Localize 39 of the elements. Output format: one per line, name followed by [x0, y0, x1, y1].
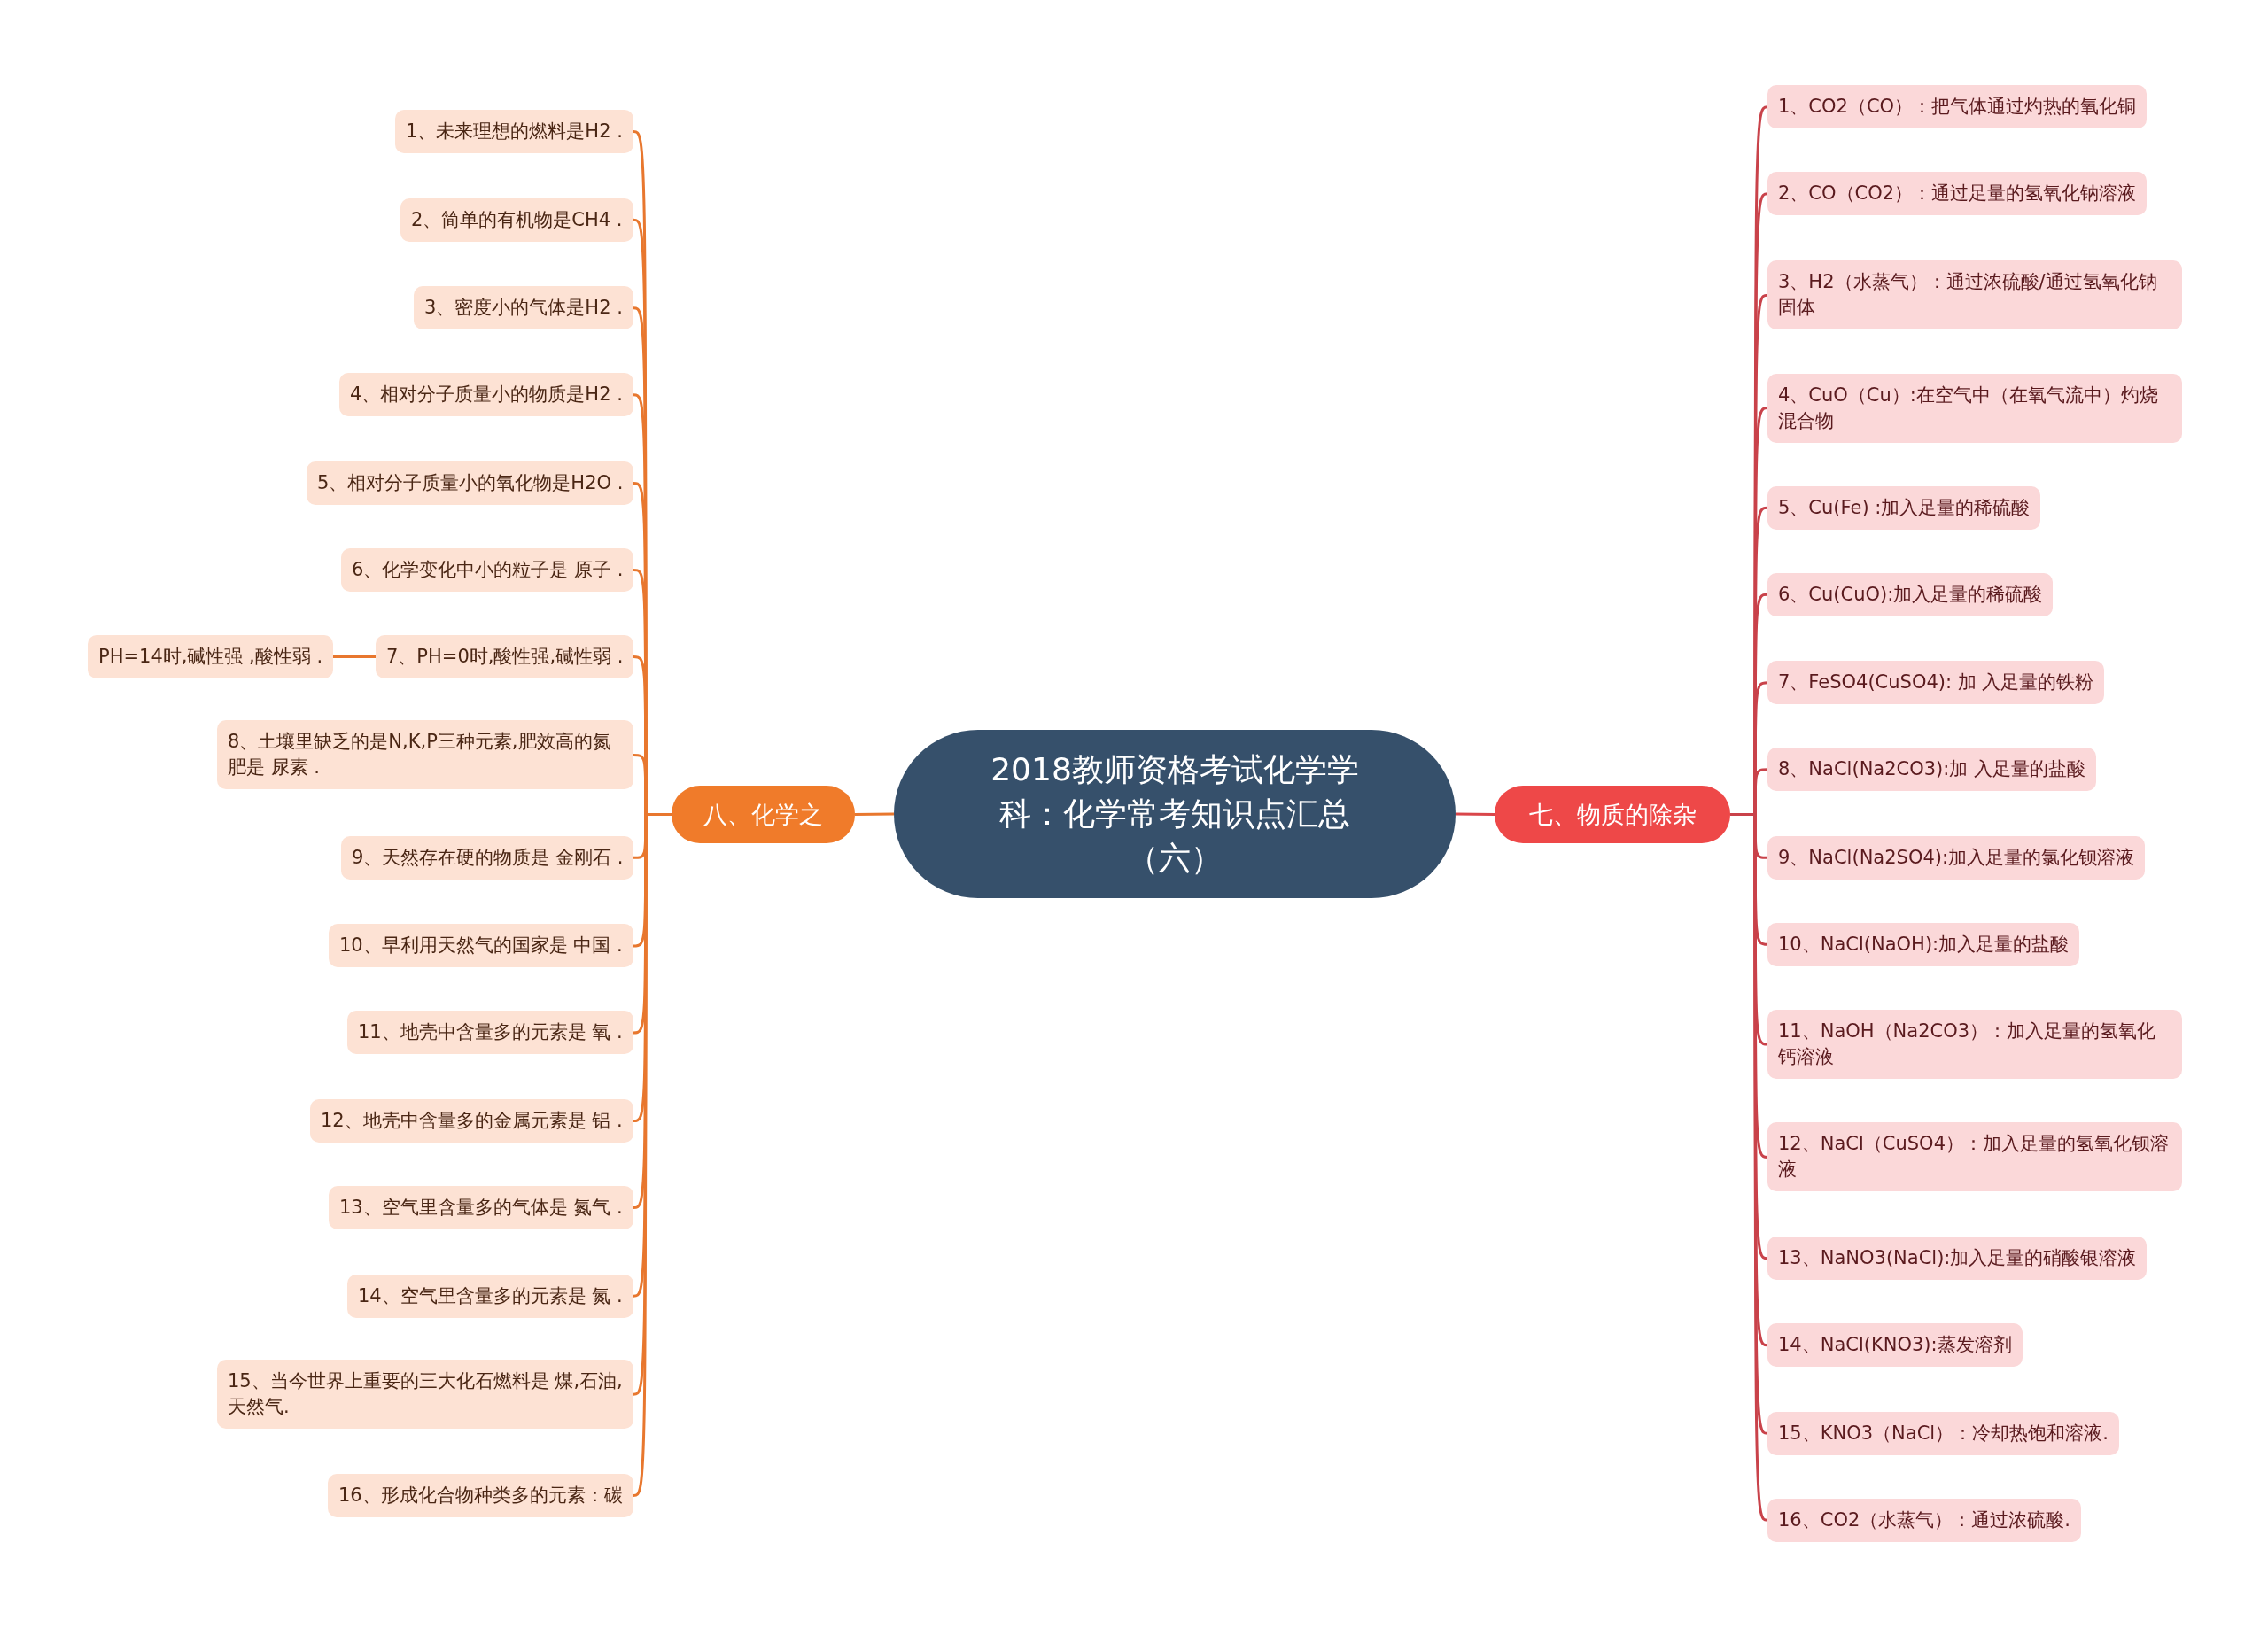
subtopic-card: 13、NaNO3(NaCl):加入足量的硝酸银溶液 [1767, 1237, 2148, 1281]
subtopic-card: 1、CO2（CO）：把气体通过灼热的氧化铜 [1767, 85, 2148, 129]
subtopic-card: 13、空气里含量多的气体是 氮气 . [329, 1186, 633, 1230]
subtopic-card: 7、FeSO4(CuSO4): 加 入足量的铁粉 [1767, 661, 2105, 705]
branch-topic: 八、化学之 [672, 786, 855, 843]
subtopic-card: 6、Cu(CuO):加入足量的稀硫酸 [1767, 572, 2054, 616]
subtopic-card: 5、Cu(Fe) :加入足量的稀硫酸 [1767, 485, 2041, 530]
subtopic-card: 10、早利用天然气的国家是 中国 . [329, 924, 633, 968]
subtopic-card: 14、NaCl(KNO3):蒸发溶剂 [1767, 1323, 2023, 1368]
subtopic-card: 14、空气里含量多的元素是 氮 . [347, 1274, 633, 1318]
branch-topic: 七、物质的除杂 [1495, 786, 1730, 843]
subtopic-card: 11、地壳中含量多的元素是 氧 . [347, 1011, 633, 1055]
subtopic-card: 4、相对分子质量小的物质是H2 . [339, 373, 633, 417]
subtopic-card: 12、地壳中含量多的金属元素是 铝 . [310, 1099, 633, 1143]
subtopic-card: 2、简单的有机物是CH4 . [400, 198, 633, 242]
subtopic-card: 8、NaCl(Na2CO3):加 入足量的盐酸 [1767, 748, 2097, 792]
subtopic-card: 16、形成化合物种类多的元素：碳 [328, 1474, 633, 1517]
subtopic-card: 15、当今世界上重要的三大化石燃料是 煤,石油,天然气. [217, 1360, 633, 1430]
subtopic-card: 16、CO2（水蒸气）：通过浓硫酸. [1767, 1498, 2081, 1542]
subtopic-card: 7、PH=0时,酸性强,碱性弱 . [376, 634, 634, 678]
subtopic-card: 5、相对分子质量小的氧化物是H2O . [307, 461, 634, 505]
subtopic-card: 1、未来理想的燃料是H2 . [395, 110, 633, 154]
subtopic-card: 10、NaCl(NaOH):加入足量的盐酸 [1767, 922, 2080, 966]
subtopic-card: 9、NaCl(Na2SO4):加入足量的氯化钡溶液 [1767, 835, 2146, 880]
connector-line [855, 812, 894, 816]
subtopic-card: 15、KNO3（NaCl）：冷却热饱和溶液. [1767, 1411, 2119, 1455]
subtopic-card: 4、CuO（Cu）:在空气中（在氧气流中）灼烧混合物 [1767, 373, 2182, 443]
subtopic-card: 3、密度小的气体是H2 . [414, 286, 633, 330]
subtopic-card: 2、CO（CO2）：通过足量的氢氧化钠溶液 [1767, 172, 2148, 216]
subtopic-card: 11、NaOH（Na2CO3）：加入足量的氢氧化钙溶液 [1767, 1010, 2182, 1079]
central-topic: 2018教师资格考试化学学科：化学常考知识点汇总（六） [894, 730, 1456, 898]
connector-line [333, 655, 376, 658]
connector-line [1456, 812, 1495, 816]
subtopic-card: 9、天然存在硬的物质是 金刚石 . [341, 835, 634, 880]
subtopic-card: 8、土壤里缺乏的是N,K,P三种元素,肥效高的氮肥是 尿素 . [217, 720, 633, 790]
subtopic-card: 6、化学变化中小的粒子是 原子 . [341, 547, 634, 592]
subtopic-card: 12、NaCl（CuSO4）：加入足量的氢氧化钡溶液 [1767, 1122, 2182, 1192]
subtopic-card: PH=14时,碱性强 ,酸性弱 . [88, 634, 334, 678]
subtopic-card: 3、H2（水蒸气）：通过浓硫酸/通过氢氧化钠固体 [1767, 260, 2182, 330]
